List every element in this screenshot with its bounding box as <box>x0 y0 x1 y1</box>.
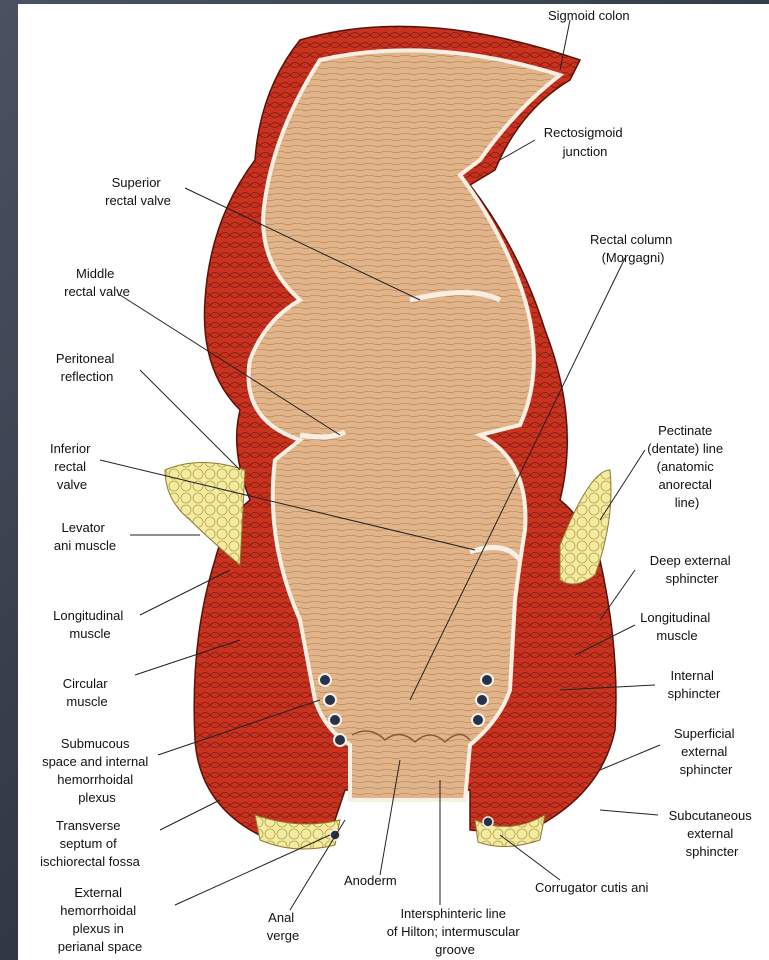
label-deep-external-sphincter: Deep external sphincter <box>650 553 735 586</box>
label-peritoneal-reflection: Peritoneal reflection <box>56 351 118 384</box>
label-rectal-column: Rectal column (Morgagni) <box>590 232 676 265</box>
label-intersphincteric-line: Intersphinteric line of Hilton; intermus… <box>387 906 524 957</box>
external-hemorrhoidal-plexus <box>330 817 493 840</box>
label-levator-ani-muscle: Levator ani muscle <box>54 520 116 553</box>
label-pectinate-line: Pectinate (dentate) line (anatomic anore… <box>647 423 727 510</box>
label-inferior-rectal-valve: Inferior rectal valve <box>50 441 94 492</box>
label-middle-rectal-valve: Middle rectal valve <box>64 266 130 299</box>
label-subcutaneous-external-sphincter: Subcutaneous external sphincter <box>669 808 756 859</box>
label-superior-rectal-valve: Superior rectal valve <box>105 175 171 208</box>
label-submucous-space: Submucous space and internal hemorrhoida… <box>42 736 152 805</box>
label-transverse-septum: Transverse septum of ischiorectal fossa <box>40 818 140 869</box>
label-sigmoid-colon: Sigmoid colon <box>548 8 630 23</box>
label-longitudinal-muscle-right: Longitudinal muscle <box>640 610 714 643</box>
label-longitudinal-muscle-left: Longitudinal muscle <box>53 608 127 641</box>
perirectal-fat-left <box>165 463 245 566</box>
label-anoderm: Anoderm <box>344 873 397 888</box>
perirectal-fat-right <box>560 470 611 584</box>
label-external-hemorrhoidal-plexus: External hemorrhoidal plexus in perianal… <box>58 885 143 954</box>
label-anal-verge: Anal verge <box>267 910 300 943</box>
label-internal-sphincter: Internal sphincter <box>668 668 721 701</box>
label-rectosigmoid-junction: Rectosigmoid junction <box>544 125 626 159</box>
label-corrugator-cutis-ani: Corrugator cutis ani <box>535 880 649 895</box>
label-superficial-external-sphincter: Superficial external sphincter <box>674 726 738 777</box>
label-circular-muscle: Circular muscle <box>63 676 111 709</box>
